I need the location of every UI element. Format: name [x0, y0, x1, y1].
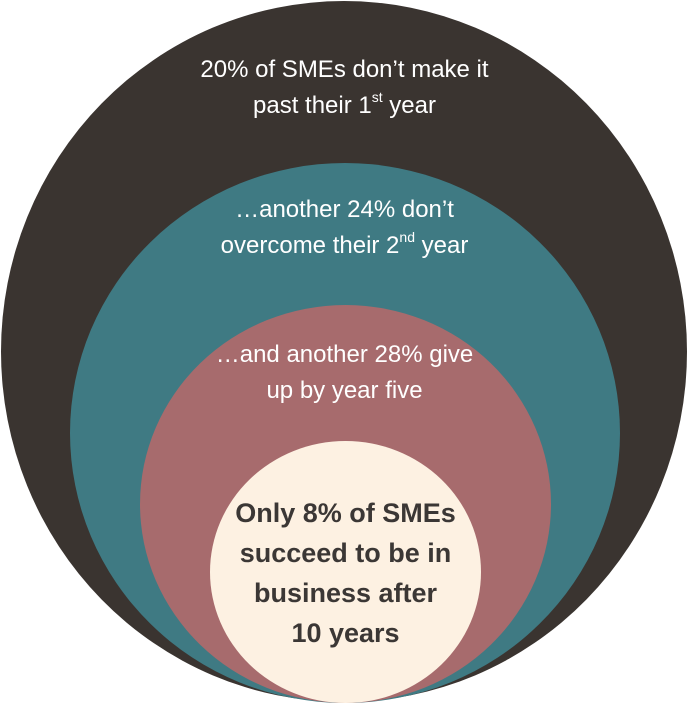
inner-label-line-3: business after	[253, 578, 438, 608]
outer-label-ordinal: st	[371, 89, 383, 105]
outer-label-line-2: past their 1st year	[140, 88, 549, 124]
inner-label-line-2: succeed to be in	[239, 538, 452, 568]
third-label-line-1: …and another 28% give	[215, 341, 474, 368]
second-label-ordinal: nd	[399, 229, 415, 245]
second-label-line-1: …another 24% don’t	[235, 196, 454, 223]
outer-label-line-2-pre: past their 1	[253, 92, 372, 119]
second-label-line-2: overcome their 2nd year	[170, 228, 519, 264]
inner-circle-label: Only 8% of SMEs succeed to be in busines…	[210, 493, 481, 653]
inner-circle-ten-years	[210, 441, 481, 703]
outer-label-line-1: 20% of SMEs don’t make it	[200, 56, 489, 83]
outer-label-line-2-post: year	[382, 92, 436, 119]
third-circle-label: …and another 28% give up by year five	[185, 337, 504, 409]
second-label-line-2-pre: overcome their 2	[220, 232, 400, 259]
second-label-line-2-post: year	[414, 232, 469, 259]
inner-label-line-4: 10 years	[291, 618, 400, 648]
outer-circle-label: 20% of SMEs don’t make it past their 1st…	[140, 52, 549, 124]
third-label-line-2: up by year five	[266, 377, 423, 404]
second-circle-label: …another 24% don’t overcome their 2nd ye…	[170, 192, 519, 264]
inner-label-line-1: Only 8% of SMEs	[235, 498, 456, 528]
